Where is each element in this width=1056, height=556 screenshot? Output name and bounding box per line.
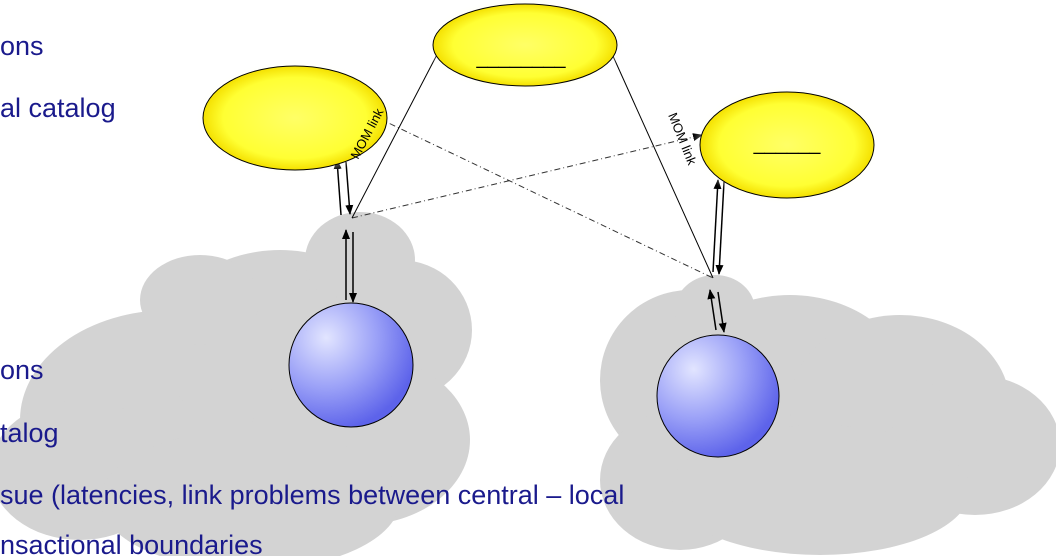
dashed-link-left-node-to-right-cloud [377, 117, 714, 279]
top-node-label: ________ [476, 47, 567, 69]
bullet-3: ons [0, 355, 44, 385]
right-node-label: ______ [753, 133, 822, 155]
bullet-5: sue (latencies, link problems between ce… [0, 480, 625, 510]
bullet-6: nsactional boundaries [0, 530, 263, 556]
left-database-sphere [288, 302, 414, 428]
right-node: ______ [692, 85, 882, 205]
left-lower-double-arrow [342, 229, 357, 303]
bullet-2: al catalog [0, 93, 116, 123]
arrow-left-to-top [351, 44, 443, 219]
arrow-right-to-top [607, 44, 714, 279]
right-lower-double-arrow [707, 289, 727, 333]
left-node [195, 60, 395, 176]
right-database-sphere [656, 334, 780, 458]
bullet-1: ons [0, 31, 44, 61]
bullet-4: talog [0, 418, 59, 448]
dashed-link-left-to-right-node [351, 133, 703, 219]
right-upper-double-arrow [712, 179, 725, 275]
top-node: ________ [425, 0, 625, 93]
